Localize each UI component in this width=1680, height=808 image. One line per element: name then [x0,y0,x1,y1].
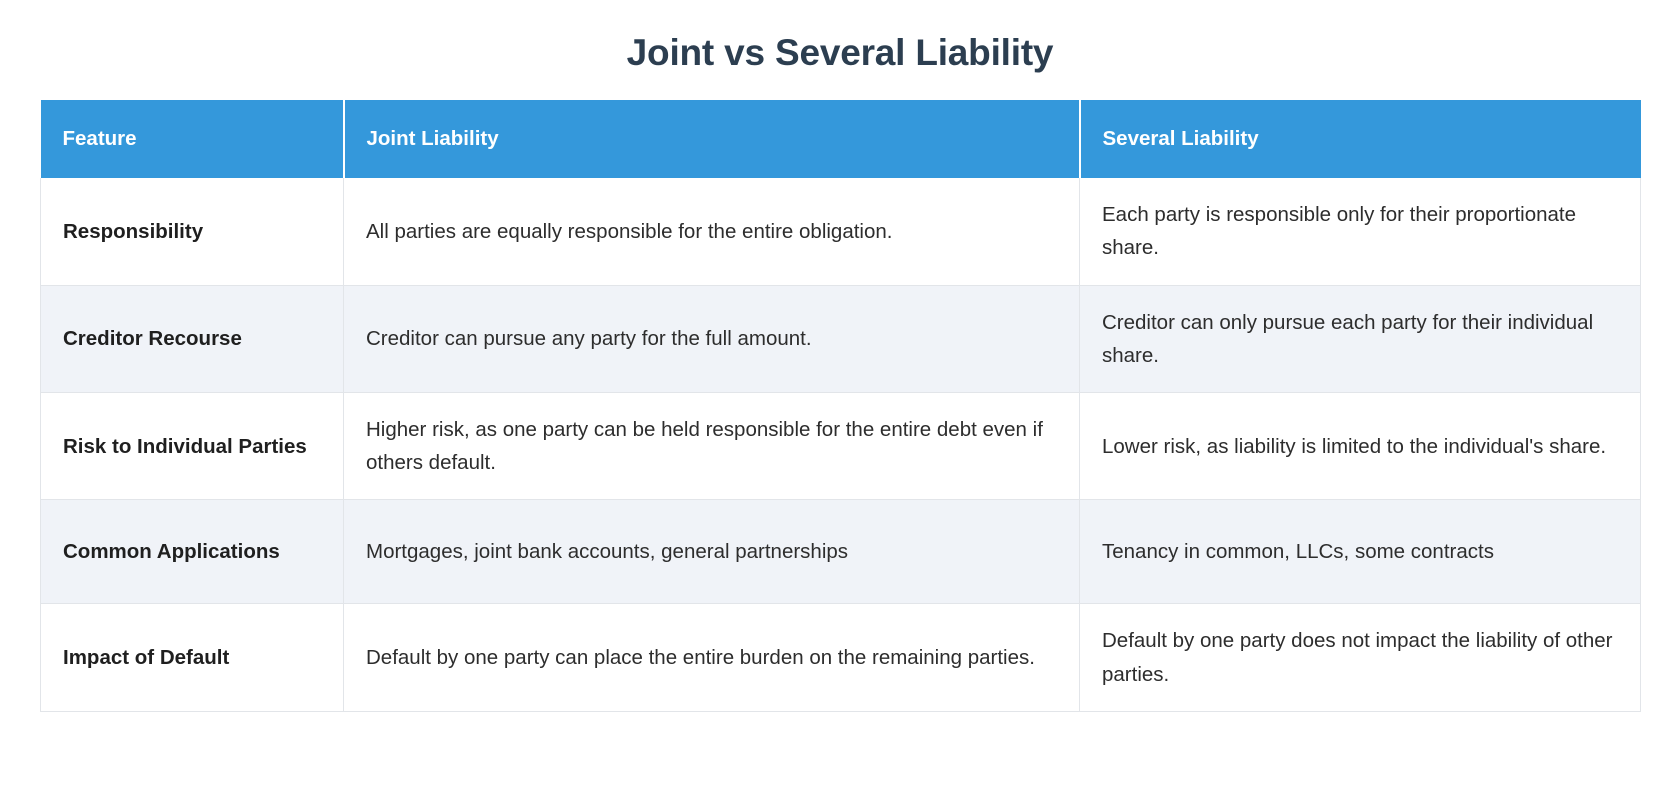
cell-feature: Creditor Recourse [40,285,344,394]
page-title: Joint vs Several Liability [626,32,1054,73]
cell-joint-liability: Creditor can pursue any party for the fu… [343,285,1080,394]
cell-joint-liability: Mortgages, joint bank accounts, general … [343,499,1080,605]
table-header-row: Feature Joint Liability Several Liabilit… [40,100,1641,179]
table-row: Risk to Individual Parties Higher risk, … [40,392,1641,501]
cell-several-liability: Default by one party does not impact the… [1079,603,1641,712]
column-header-several-liability: Several Liability [1079,100,1641,179]
cell-several-liability: Tenancy in common, LLCs, some contracts [1079,499,1641,605]
table-row: Common Applications Mortgages, joint ban… [40,499,1641,605]
cell-feature: Impact of Default [40,603,344,712]
table-header: Feature Joint Liability Several Liabilit… [40,100,1641,179]
cell-feature: Risk to Individual Parties [40,392,344,501]
column-header-joint-liability: Joint Liability [343,100,1081,179]
table-row: Impact of Default Default by one party c… [40,603,1641,712]
cell-feature: Responsibility [40,178,344,286]
cell-feature: Common Applications [40,499,344,605]
cell-joint-liability: All parties are equally responsible for … [343,178,1080,286]
cell-several-liability: Each party is responsible only for their… [1079,178,1641,286]
table-row: Responsibility All parties are equally r… [40,178,1641,286]
cell-joint-liability: Default by one party can place the entir… [343,603,1080,712]
comparison-table: Feature Joint Liability Several Liabilit… [40,100,1641,712]
comparison-table-container: Feature Joint Liability Several Liabilit… [40,100,1641,712]
cell-several-liability: Creditor can only pursue each party for … [1079,285,1641,394]
column-header-feature: Feature [40,100,345,179]
table-row: Creditor Recourse Creditor can pursue an… [40,285,1641,394]
cell-several-liability: Lower risk, as liability is limited to t… [1079,392,1641,501]
cell-joint-liability: Higher risk, as one party can be held re… [343,392,1080,501]
table-body: Responsibility All parties are equally r… [40,178,1641,712]
